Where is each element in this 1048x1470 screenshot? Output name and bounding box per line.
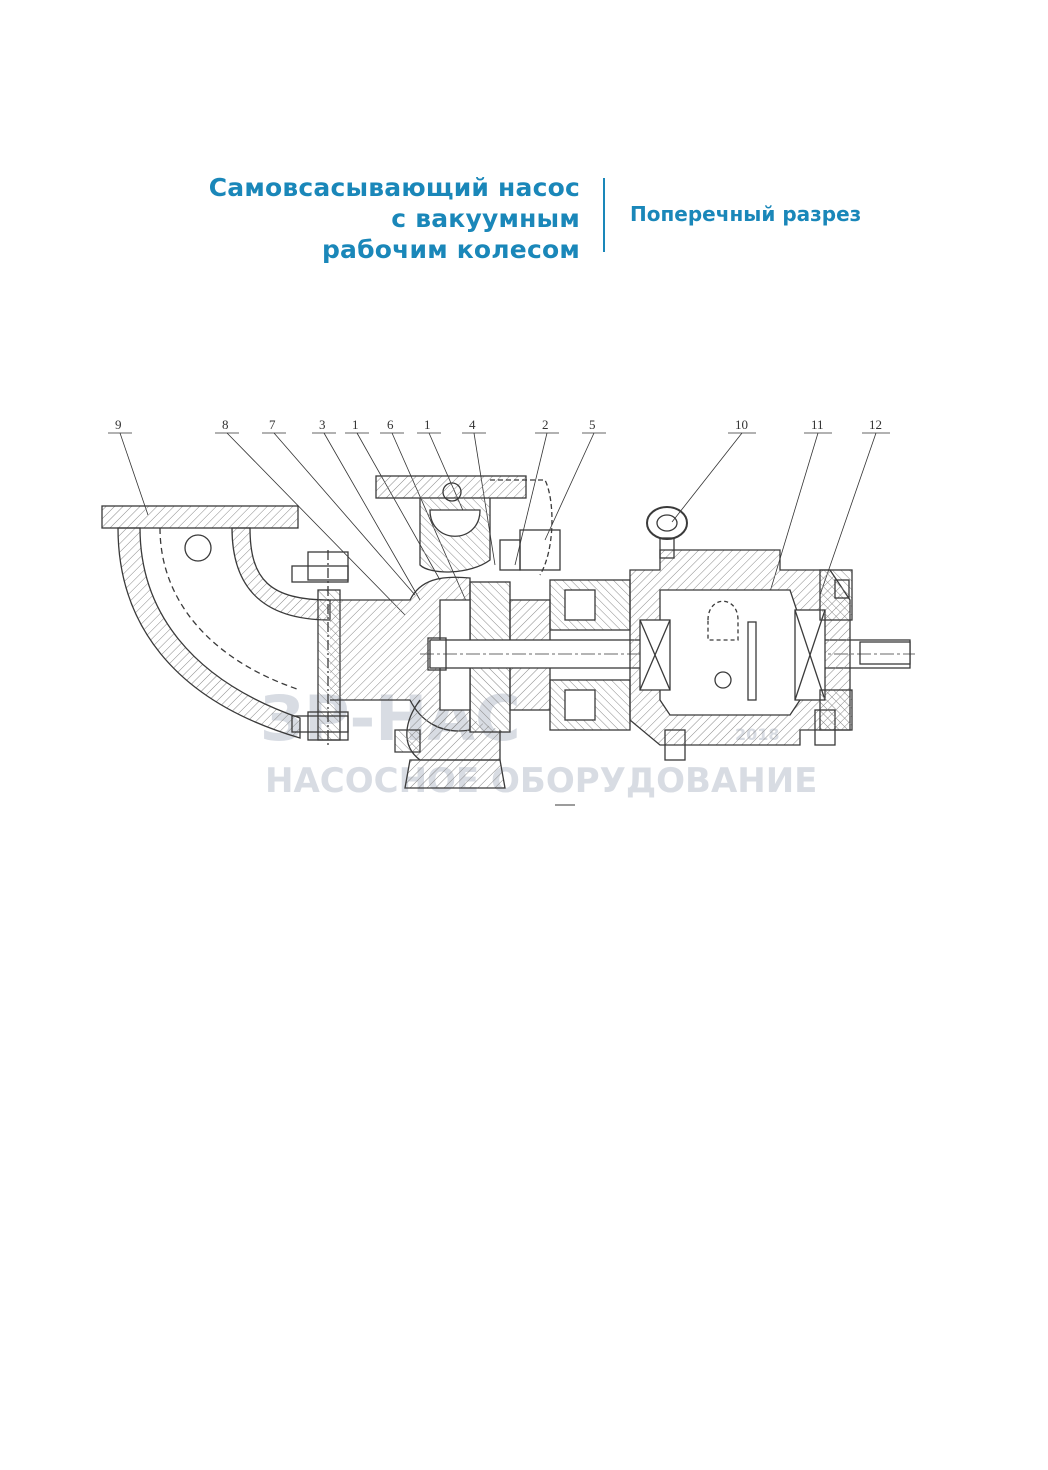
- callout-label: 9: [115, 417, 122, 432]
- inlet-elbow: [101, 505, 331, 739]
- title-line-2: с вакуумным: [391, 204, 580, 233]
- callout-label: 3: [319, 417, 326, 432]
- callout-label: 11: [811, 417, 824, 432]
- title-line-1: Самовсасывающий насос: [208, 173, 580, 202]
- title-line-3: рабочим колесом: [321, 235, 580, 264]
- title-divider: [603, 178, 605, 252]
- callout-label: 2: [542, 417, 549, 432]
- lifting-eye: [646, 506, 688, 559]
- page-title: Самовсасывающий насос с вакуумным рабочи…: [60, 172, 580, 265]
- callout-label: 5: [589, 417, 596, 432]
- bearing-frame: [629, 549, 851, 761]
- bearing-cover: [819, 569, 853, 731]
- callout-label: 10: [735, 417, 748, 432]
- callout-label: 4: [469, 417, 476, 432]
- callout-label: 6: [387, 417, 394, 432]
- callout-label: 8: [222, 417, 229, 432]
- pump-cross-section-drawing: ЗР-НАС НАСОСНОЕ ОБОРУДОВАНИЕ 2018 9 8 7 …: [101, 417, 915, 806]
- seal-housing: [499, 529, 631, 731]
- callout-label: 1: [424, 417, 431, 432]
- pump-casing: [330, 475, 553, 789]
- callout-label: 1: [352, 417, 359, 432]
- callout-label: 7: [269, 417, 276, 432]
- pump-body: [101, 475, 915, 789]
- page-subtitle: Поперечный разрез: [630, 202, 862, 226]
- callout-label: 12: [869, 417, 882, 432]
- watermark-caption: НАСОСНОЕ ОБОРУДОВАНИЕ: [265, 761, 817, 801]
- callout-labels: 9 8 7 3 1 6 1 4 2 5 10 11 12: [115, 417, 882, 432]
